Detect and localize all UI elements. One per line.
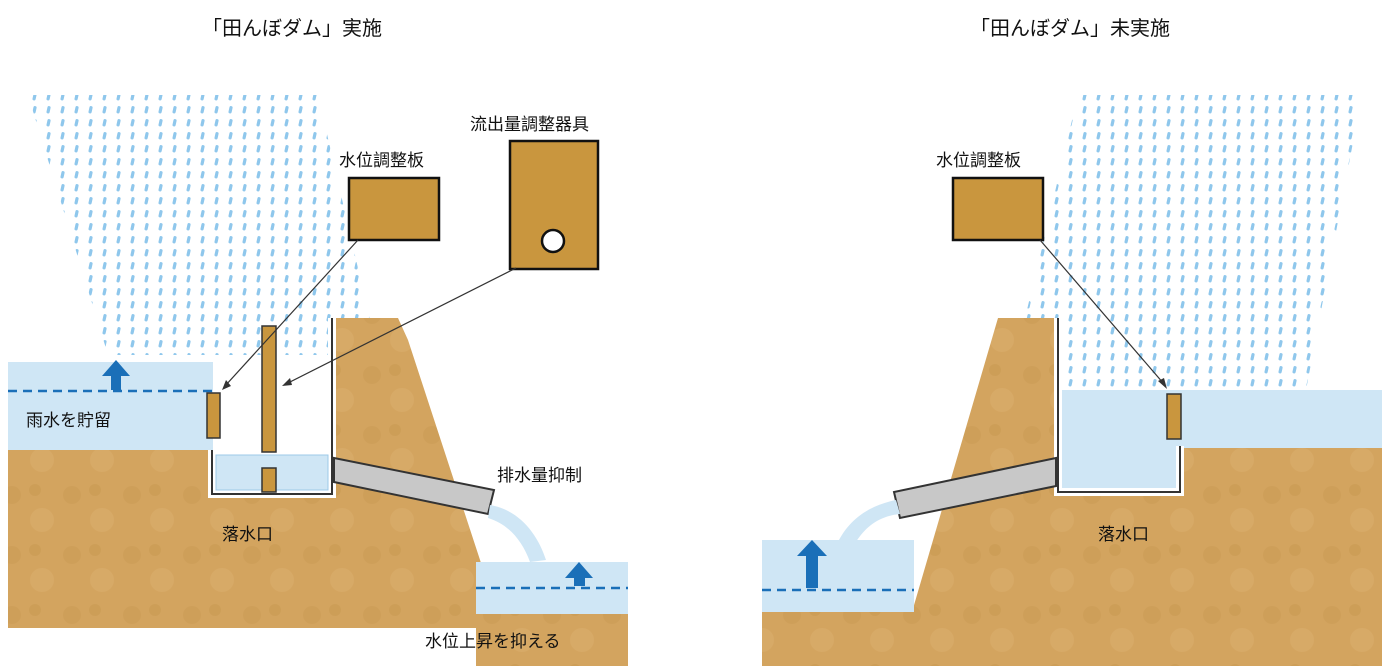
left-outflow-device-hole (540, 228, 566, 254)
right-title: 「田んぼダム」未実施 (970, 16, 1170, 40)
right-outflow-stream (838, 500, 900, 542)
left-discharge-label: 排水量抑制 (497, 466, 582, 486)
right-rain (1008, 95, 1362, 390)
right-drain-label: 落水口 (1098, 525, 1149, 545)
right-diagram: 「田んぼダム」未実施 水位調整板 落水口 (762, 16, 1382, 666)
left-outflow-device-plate-bottom (261, 467, 277, 493)
left-ground (8, 318, 482, 628)
right-water-level-board (1166, 393, 1182, 440)
left-board-leader (224, 239, 359, 387)
left-river-up-arrow (565, 562, 593, 586)
left-outflow-stream (488, 505, 546, 562)
right-river-water (762, 540, 914, 612)
left-river-label: 水位上昇を抑える (425, 632, 561, 652)
left-paddy-up-arrow (102, 360, 130, 390)
left-title: 「田んぼダム」実施 (202, 16, 382, 40)
left-paddy-water (8, 362, 213, 450)
left-river-bed (476, 614, 628, 666)
right-outflow-pipe (892, 456, 1057, 520)
left-outflow-device-plate (261, 325, 277, 453)
left-board-label: 水位調整板 (339, 151, 424, 171)
right-river-up-arrow (797, 540, 827, 588)
left-outflow-device-label: 流出量調整器具 (470, 115, 589, 135)
left-water-level-board (206, 392, 221, 439)
right-drain-water (1062, 390, 1176, 488)
right-board-callout (951, 176, 1045, 242)
left-diagram: 「田んぼダム」実施 水位調整板 流出量調整器具 雨水を貯留 落水口 排水量抑制 … (8, 16, 628, 666)
right-board-leader (1039, 239, 1165, 385)
left-device-leader (285, 267, 517, 385)
left-board-callout (347, 176, 441, 242)
right-board-label: 水位調整板 (936, 151, 1021, 171)
left-outflow-pipe (333, 456, 496, 516)
right-ground (762, 318, 1382, 666)
left-storage-label: 雨水を貯留 (26, 411, 111, 431)
left-rain (28, 95, 378, 355)
left-drain-label: 落水口 (222, 525, 273, 545)
